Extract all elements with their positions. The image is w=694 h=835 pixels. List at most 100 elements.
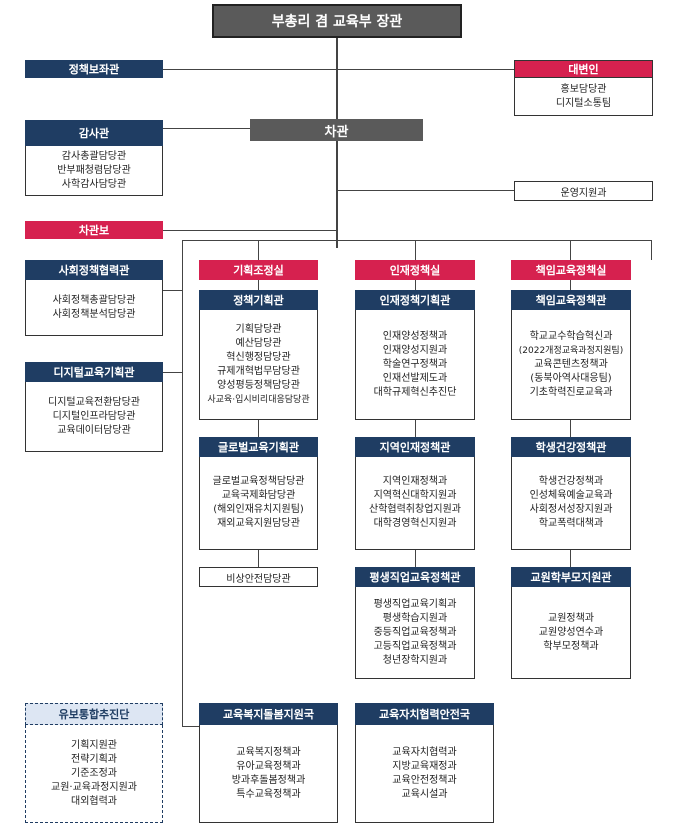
list-item: 사학감사담당관	[61, 178, 127, 190]
list-item: 특수교육정책과	[236, 788, 301, 800]
connector-line	[651, 240, 652, 260]
list-item: (2022개정교육과정지원팀)	[518, 345, 624, 356]
connector-line	[182, 726, 199, 727]
list-item: 인재양성정책과	[382, 330, 448, 342]
connector-line	[337, 190, 514, 191]
list-item: 대학규제혁신추진단	[373, 386, 457, 398]
digital-education-body: 디지털교육전환담당관 디지털인프라담당관 교육데이터담당관	[25, 382, 163, 452]
list-item: 유아교육정책과	[236, 760, 301, 772]
list-item: 기획지원관	[71, 739, 117, 751]
connector-line	[182, 240, 652, 241]
spokesperson-body: 홍보담당관 디지털소통팀	[514, 78, 653, 116]
spokesperson-header: 대변인	[514, 60, 653, 78]
list-item: 지역혁신대학지원과	[373, 490, 457, 501]
regional-talent-body: 지역인재정책과 지역혁신대학지원과 산학협력취창업지원과 대학경영혁신지원과	[355, 457, 475, 550]
list-item: 규제개혁법무담당관	[217, 365, 300, 377]
connector-line	[163, 230, 337, 231]
list-item: 디지털소통팀	[555, 97, 612, 109]
audit-header: 감사관	[25, 120, 163, 146]
list-item: 반부패청렴담당관	[57, 164, 131, 176]
yubo-header: 유보통합추진단	[25, 703, 163, 725]
list-item: 혁신행정담당관	[226, 351, 291, 363]
policy-advisor-box: 정책보좌관	[25, 60, 163, 78]
list-item: 기초학력진로교육과	[529, 386, 613, 398]
social-policy-body: 사회정책총괄담당관 사회정책분석담당관	[25, 280, 163, 336]
list-item: 지방교육재정과	[392, 760, 457, 772]
list-item: 디지털교육전환담당관	[48, 396, 140, 408]
list-item: 감사총괄담당관	[61, 150, 127, 162]
responsible-policy-body: 학교교수학습혁신과 (2022개정교육과정지원팀) 교육콘텐츠정책과 (동북아역…	[511, 310, 631, 420]
connector-line	[415, 240, 416, 260]
list-item: 교원정책과	[548, 612, 594, 624]
list-item: 사교육·입시비리대응담당관	[207, 394, 310, 405]
list-item: 교육국제화담당관	[221, 490, 296, 501]
list-item: 재외교육지원담당관	[217, 518, 300, 529]
list-item: 고등직업교육정책과	[373, 640, 457, 652]
list-item: 인재선발제도과	[382, 372, 448, 384]
policy-planning-body: 기획담당관 예산담당관 혁신행정담당관 규제개혁법무담당관 양성평등정책담당관 …	[199, 310, 318, 420]
lifelong-header: 평생직업교육정책관	[355, 567, 475, 587]
teacher-parent-body: 교원정책과 교원양성연수과 학부모정책과	[511, 587, 631, 679]
connector-line	[570, 420, 571, 437]
list-item: 교육복지정책과	[236, 746, 301, 758]
list-item: 교육콘텐츠정책과	[534, 358, 608, 370]
emergency-safety-box: 비상안전담당관	[199, 567, 318, 587]
connector-line	[570, 550, 571, 567]
list-item: 평생학습지원과	[382, 612, 448, 624]
connector-line	[163, 372, 183, 373]
yubo-body: 기획지원관 전략기획과 기준조정과 교원·교육과정지원과 대외협력과	[25, 725, 163, 823]
list-item: 학부모정책과	[543, 640, 599, 652]
list-item: 디지털인프라담당관	[52, 410, 136, 422]
list-item: 지역인재정책과	[382, 476, 448, 487]
global-planning-body: 글로벌교육정책담당관 교육국제화담당관 (해외인재유치지원팀) 재외교육지원담당…	[199, 457, 318, 550]
autonomy-bureau-body: 교육자치협력과 지방교육재정과 교육안전정책과 교육시설과	[355, 725, 494, 823]
student-health-body: 학생건강정책과 인성체육예술교육과 사회정서성장지원과 학교폭력대책과	[511, 457, 631, 550]
list-item: 사회정서성장지원과	[529, 504, 613, 515]
policy-planning-header: 정책기획관	[199, 290, 318, 310]
audit-body: 감사총괄담당관 반부패청렴담당관 사학감사담당관	[25, 146, 163, 196]
digital-education-header: 디지털교육기획관	[25, 362, 163, 382]
connector-line	[415, 280, 416, 290]
connector-line	[182, 240, 183, 727]
welfare-bureau-body: 교육복지정책과 유아교육정책과 방과후돌봄정책과 특수교육정책과	[199, 725, 338, 823]
connector-line	[336, 38, 338, 248]
deputy-vice-box: 차관보	[25, 221, 163, 239]
connector-line	[415, 420, 416, 437]
operations-support-box: 운영지원과	[514, 181, 653, 201]
list-item: 예산담당관	[235, 337, 282, 349]
list-item: (동북아역사대응팀)	[530, 372, 612, 384]
list-item: 대외협력과	[71, 795, 117, 807]
list-item: 교원·교육과정지원과	[51, 781, 137, 793]
connector-line	[163, 128, 250, 129]
connector-line	[570, 240, 571, 260]
teacher-parent-header: 교원학부모지원관	[511, 567, 631, 587]
responsible-policy-header: 책임교육정책관	[511, 290, 631, 310]
connector-line	[570, 280, 571, 290]
list-item: 학생건강정책과	[538, 476, 604, 487]
list-item: 학교교수학습혁신과	[529, 330, 613, 342]
planning-office-header: 기획조정실	[199, 260, 318, 280]
list-item: 방과후돌봄정책과	[231, 774, 306, 786]
autonomy-bureau-header: 교육자치협력안전국	[355, 703, 494, 725]
connector-line	[163, 290, 183, 291]
list-item: 양성평등정책담당관	[217, 379, 300, 391]
list-item: (해외인재유치지원팀)	[213, 504, 304, 515]
list-item: 글로벌교육정책담당관	[212, 476, 305, 487]
list-item: 홍보담당관	[560, 83, 607, 95]
social-policy-header: 사회정책협력관	[25, 260, 163, 280]
connector-line	[258, 240, 259, 260]
welfare-bureau-header: 교육복지돌봄지원국	[199, 703, 338, 725]
global-planning-header: 글로벌교육기획관	[199, 437, 318, 457]
list-item: 학교폭력대책과	[538, 518, 604, 529]
list-item: 기획담당관	[235, 323, 282, 335]
list-item: 교육데이터담당관	[57, 424, 131, 436]
list-item: 교원양성연수과	[538, 626, 604, 638]
list-item: 사회정책총괄담당관	[52, 294, 136, 306]
connector-line	[258, 420, 259, 437]
responsible-office-header: 책임교육정책실	[511, 260, 631, 280]
list-item: 중등직업교육정책과	[373, 626, 457, 638]
student-health-header: 학생건강정책관	[511, 437, 631, 457]
list-item: 교육자치협력과	[392, 746, 457, 758]
lifelong-body: 평생직업교육기획과 평생학습지원과 중등직업교육정책과 고등직업교육정책과 청년…	[355, 587, 475, 679]
regional-talent-header: 지역인재정책관	[355, 437, 475, 457]
